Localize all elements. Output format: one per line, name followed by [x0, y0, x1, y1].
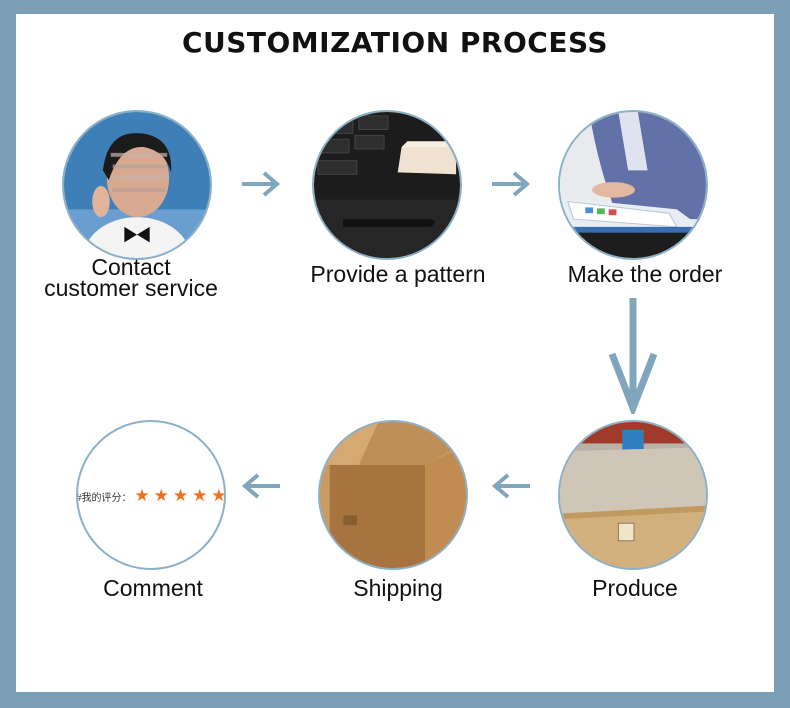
order-image [558, 110, 708, 260]
comment-label: Comment [103, 575, 203, 601]
arrow-down-icon [608, 298, 658, 414]
arrow-right-icon [492, 171, 531, 197]
produce-image [558, 420, 708, 570]
arrow-left-icon [491, 473, 530, 499]
contact-label-line1: Contact [91, 254, 171, 280]
shipping-image [318, 420, 468, 570]
rating-row: #我的评分： ★★★★★ [78, 486, 224, 506]
produce-label: Produce [592, 575, 678, 601]
comment-image: #我的评分： ★★★★★ [76, 420, 226, 570]
rating-text: #我的评分： [76, 492, 132, 504]
pattern-image [312, 110, 462, 260]
page-title: CUSTOMIZATION PROCESS [181, 26, 609, 59]
arrow-left-icon [241, 473, 280, 499]
contact-label: Contact customer service [30, 254, 232, 301]
pattern-label: Provide a pattern [310, 261, 486, 287]
order-label: Make the order [567, 261, 723, 287]
contact-service-image [62, 110, 212, 260]
rating-stars-icon: ★★★★★ [134, 486, 226, 505]
shipping-label: Shipping [353, 575, 443, 601]
arrow-right-icon [242, 171, 281, 197]
contact-label-line2: customer service [44, 275, 218, 301]
